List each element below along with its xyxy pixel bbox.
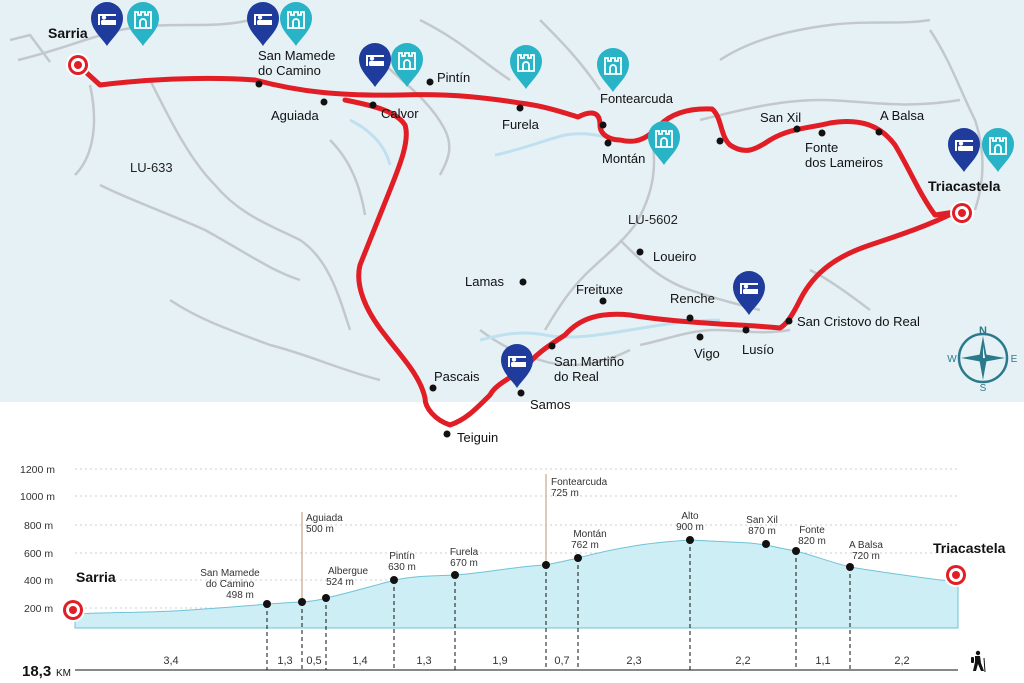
segment-distance: 0,7 <box>554 655 569 667</box>
compass-rose-icon: N S W E <box>947 325 1017 394</box>
map-start-label: Sarria <box>48 25 88 41</box>
place-label: Freituxe <box>576 282 623 297</box>
end-target-icon <box>950 201 974 225</box>
profile-start-label: Sarria <box>76 569 116 585</box>
place-label: Pascais <box>434 369 480 384</box>
start-target-icon <box>66 53 90 77</box>
compass-s: S <box>980 383 987 394</box>
place-label: Renche <box>670 291 715 306</box>
place-label: Furela <box>502 117 540 132</box>
profile-start-target-icon <box>61 598 85 622</box>
segment-distance: 1,9 <box>492 655 507 667</box>
profile-label: A Balsa <box>849 540 883 551</box>
segment-distance: 1,3 <box>277 655 292 667</box>
y-tick: 200 m <box>24 603 53 615</box>
place-label: San Martiño <box>554 354 624 369</box>
place-label: do Camino <box>258 63 321 78</box>
place-label: do Real <box>554 369 599 384</box>
place-label: San Mamede <box>258 48 335 63</box>
profile-alt: 524 m <box>326 577 354 588</box>
place-label: San Cristovo do Real <box>797 314 920 329</box>
road-label: LU-5602 <box>628 212 678 227</box>
profile-label: Aguiada <box>306 513 343 524</box>
profile-alt: 762 m <box>571 540 599 551</box>
map-end-label: Triacastela <box>928 178 1001 194</box>
elevation-profile: 1200 m 1000 m 800 m 600 m 400 m 200 m <box>20 464 1006 680</box>
profile-label: do Camino <box>206 579 255 590</box>
profile-alt: 820 m <box>798 536 826 547</box>
place-label: Montán <box>602 151 645 166</box>
segment-distance: 1,1 <box>815 655 830 667</box>
profile-label: Alto <box>681 511 699 522</box>
place-label: dos Lameiros <box>805 155 884 170</box>
place-label: Samos <box>530 397 571 412</box>
profile-label: Albergue <box>328 566 368 577</box>
profile-label: Montán <box>573 529 606 540</box>
segment-distance: 0,5 <box>306 655 321 667</box>
hiker-icon <box>971 650 986 673</box>
profile-alt: 500 m <box>306 524 334 535</box>
profile-alt: 630 m <box>388 562 416 573</box>
profile-label: San Xil <box>746 515 778 526</box>
profile-label: Fontearcuda <box>551 477 608 488</box>
segment-distance: 1,4 <box>352 655 367 667</box>
road-label: LU-633 <box>130 160 173 175</box>
y-tick: 400 m <box>24 575 53 587</box>
segment-distance: 1,3 <box>416 655 431 667</box>
compass-e: E <box>1011 354 1018 365</box>
profile-end-label: Triacastela <box>933 540 1006 556</box>
y-tick: 1000 m <box>20 491 55 503</box>
segment-distance: 2,3 <box>626 655 641 667</box>
route-line <box>75 62 958 428</box>
compass-n: N <box>979 325 987 337</box>
y-tick: 800 m <box>24 520 53 532</box>
profile-end-target-icon <box>944 563 968 587</box>
road-network <box>9 18 984 382</box>
profile-label: Furela <box>450 547 479 558</box>
profile-label: San Mamede <box>200 568 260 579</box>
place-label: A Balsa <box>880 108 925 123</box>
place-label: Pintín <box>437 70 470 85</box>
place-label: San Xil <box>760 110 801 125</box>
segment-distance: 2,2 <box>894 655 909 667</box>
place-dots <box>255 78 883 438</box>
segment-distance: 3,4 <box>163 655 178 667</box>
place-label: Lamas <box>465 274 505 289</box>
place-label: Teiguin <box>457 430 498 445</box>
place-label: Aguiada <box>271 108 319 123</box>
profile-label: Fonte <box>799 525 825 536</box>
profile-label: Pintín <box>389 551 415 562</box>
compass-w: W <box>947 354 957 365</box>
place-label: Fonte <box>805 140 838 155</box>
profile-alt: 725 m <box>551 488 579 499</box>
segment-distance: 2,2 <box>735 655 750 667</box>
profile-alt: 900 m <box>676 522 704 533</box>
distance-unit: KM <box>56 668 71 679</box>
profile-alt: 870 m <box>748 526 776 537</box>
profile-alt: 498 m <box>226 590 254 601</box>
y-tick: 600 m <box>24 548 53 560</box>
tall-marker-lines <box>301 474 547 602</box>
place-label: Calvor <box>381 106 419 121</box>
total-distance: 18,3 <box>22 663 51 680</box>
place-label: Fontearcuda <box>600 91 674 106</box>
place-label: Vigo <box>694 346 720 361</box>
profile-alt: 720 m <box>852 551 880 562</box>
y-tick: 1200 m <box>20 464 55 476</box>
place-label: Lusío <box>742 342 774 357</box>
marker-lines <box>266 540 851 670</box>
place-label: Loueiro <box>653 249 696 264</box>
profile-dots <box>263 536 854 608</box>
profile-alt: 670 m <box>450 558 478 569</box>
